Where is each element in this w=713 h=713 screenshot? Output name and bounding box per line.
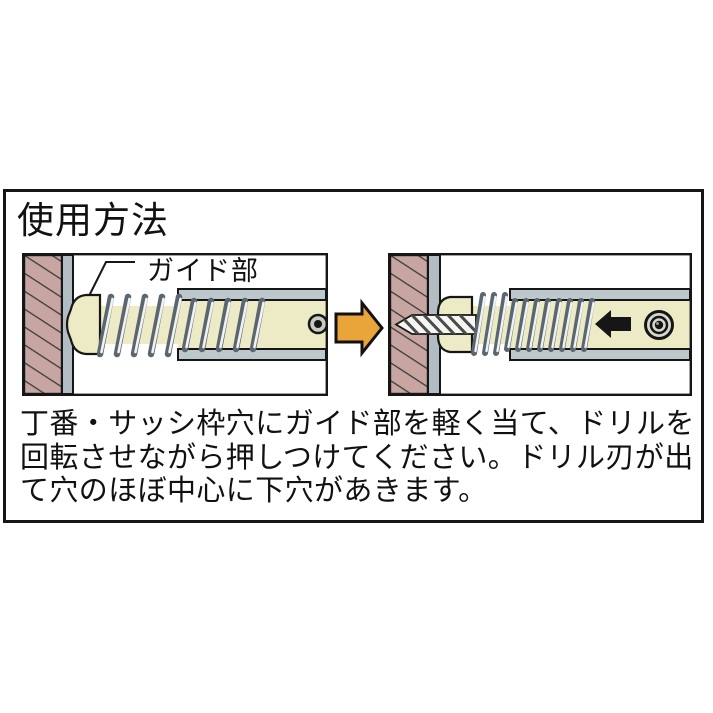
instruction-line-3: て穴のほぼ中心に下穴があきます。 (20, 475, 488, 507)
sleeve-bottom-rail (509, 348, 691, 361)
guide-tip (65, 293, 102, 356)
step-arrow-shape (334, 299, 384, 357)
spring-compressed (471, 292, 595, 356)
guide-label-leader-line (87, 261, 135, 299)
push-arrow-icon (595, 310, 631, 338)
wall-hatch (24, 255, 62, 394)
instruction-line-1: 丁番・サッシ枠穴にガイド部を軽く当て、ドリルを (20, 408, 695, 440)
drill-bit-icon (394, 314, 477, 335)
diagram-before-drilling (22, 253, 328, 396)
chuck-screw-icon (644, 310, 674, 340)
instruction-text: 丁番・サッシ枠穴にガイド部を軽く当て、ドリルを 回転させながら押しつけてください… (20, 408, 704, 509)
diagram-while-svg (388, 253, 692, 396)
diagram-before-svg (22, 253, 328, 396)
step-arrow-icon (334, 299, 386, 357)
instruction-line-2: 回転させながら押しつけてください。ドリル刃が出 (20, 441, 694, 474)
guide-part-label: ガイド部 (147, 256, 259, 286)
sleeve-top-rail (177, 288, 327, 301)
page-title: 使用方法 (17, 200, 169, 241)
diagram-border (388, 253, 692, 396)
diagram-while-drilling (388, 253, 692, 396)
spring-extended (96, 293, 266, 358)
diagram-border (22, 253, 328, 396)
chuck-screw-icon (307, 313, 328, 335)
